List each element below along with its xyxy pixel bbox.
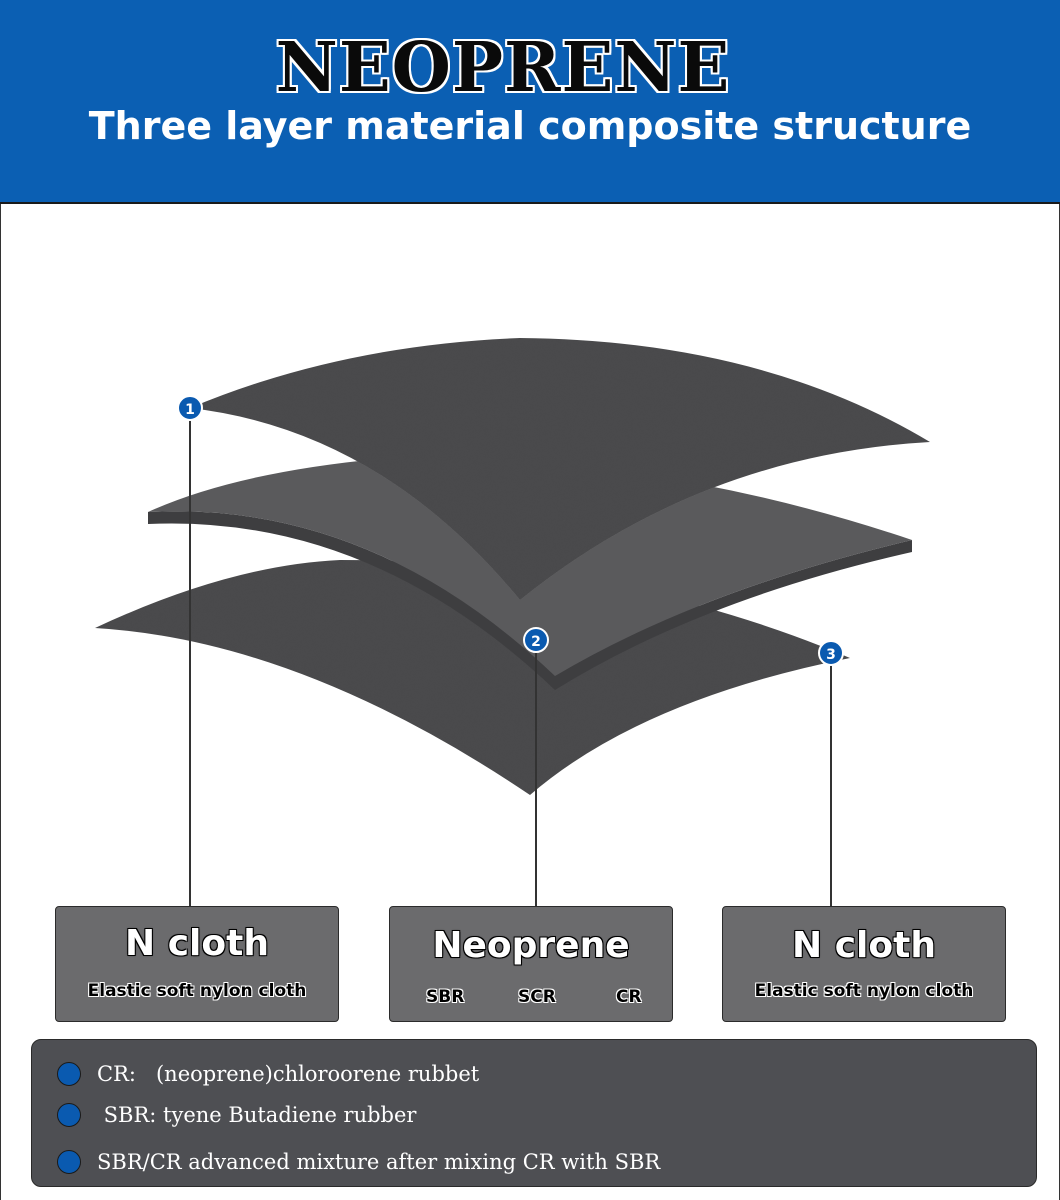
label-item-scr: SCR [518,987,556,1007]
marker-3-label: 3 [826,647,836,663]
legend-text: CR: (neoprene)chloroorene rubbet [97,1062,480,1086]
label-box-n-cloth-top: N cloth Elastic soft nylon cloth [55,906,339,1022]
label-description: Elastic soft nylon cloth [754,981,974,1001]
top-fabric-layer [190,338,930,600]
legend-text: SBR: tyene Butadiene rubber [97,1103,417,1127]
legend-text: SBR/CR advanced mixture after mixing CR … [97,1150,661,1174]
label-title: N cloth [125,923,269,964]
marker-1-label: 1 [185,402,195,418]
bullet-dot-icon [57,1150,81,1174]
label-item-cr: CR [616,987,642,1007]
legend-item-mixture: SBR/CR advanced mixture after mixing CR … [57,1148,660,1176]
label-box-n-cloth-bottom: N cloth Elastic soft nylon cloth [722,906,1006,1022]
legend-item-cr: CR: (neoprene)chloroorene rubbet [57,1060,479,1088]
label-box-neoprene: Neoprene SBR SCR CR [389,906,673,1022]
page-title: NEOPRENE [275,28,731,108]
legend-item-sbr: SBR: tyene Butadiene rubber [57,1101,416,1129]
header-banner: NEOPRENE Three layer material composite … [0,0,1060,204]
marker-2: 2 [523,627,549,653]
bullet-dot-icon [57,1103,81,1127]
label-title: Neoprene [432,925,630,966]
page-subtitle: Three layer material composite structure [88,104,972,148]
label-description: Elastic soft nylon cloth [87,981,307,1001]
label-item-sbr: SBR [426,987,465,1007]
middle-rubber-layer-edge [148,511,912,690]
bullet-dot-icon [57,1062,81,1086]
marker-1: 1 [177,395,203,421]
legend-panel: CR: (neoprene)chloroorene rubbet SBR: ty… [31,1039,1037,1187]
marker-3: 3 [818,640,844,666]
label-title: N cloth [792,925,936,966]
marker-2-label: 2 [531,634,541,650]
